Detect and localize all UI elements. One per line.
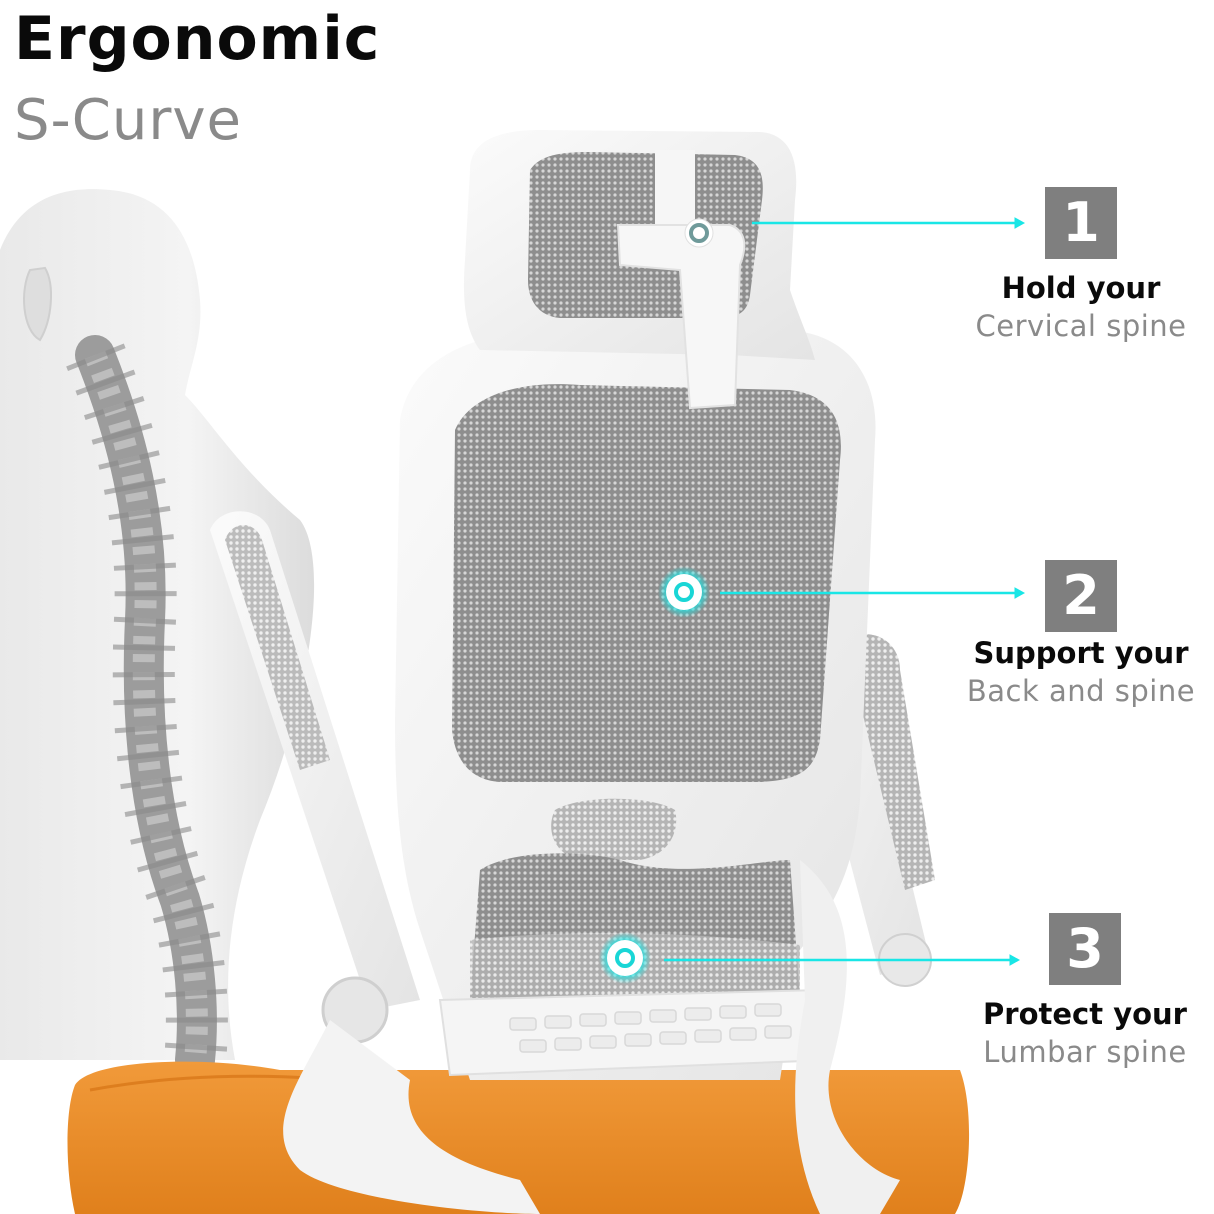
left-armrest [210, 511, 540, 1214]
step-number-badge: 2 [1045, 560, 1117, 632]
step-number-badge: 1 [1045, 187, 1117, 259]
target-ring-icon [658, 566, 710, 618]
step-number-badge: 3 [1049, 913, 1121, 985]
arrow-right-icon [720, 587, 1026, 599]
page-subtitle: S-Curve [14, 88, 242, 153]
target-ring-icon [599, 932, 651, 984]
callout-cervical: 1 Hold your Cervical spine [951, 187, 1211, 345]
callout-subheading: Cervical spine [975, 309, 1187, 343]
page-title: Ergonomic [14, 4, 381, 74]
target-ring-icon [684, 218, 714, 248]
callout-back: 2 Support your Back and spine [951, 560, 1211, 710]
callout-heading: Hold your [1001, 271, 1161, 305]
arrow-right-icon [664, 954, 1021, 966]
chair-headrest [463, 130, 815, 410]
callout-subheading: Back and spine [966, 674, 1196, 708]
callout-heading: Protect your [983, 997, 1187, 1031]
spine-illustration [66, 335, 228, 1080]
arrow-right-icon [752, 217, 1026, 229]
callout-lumbar: 3 Protect your Lumbar spine [955, 913, 1214, 1071]
callout-subheading: Lumbar spine [983, 1035, 1187, 1069]
chair-backrest [395, 330, 900, 1214]
callout-heading: Support your [973, 636, 1189, 670]
ear [23, 266, 52, 342]
